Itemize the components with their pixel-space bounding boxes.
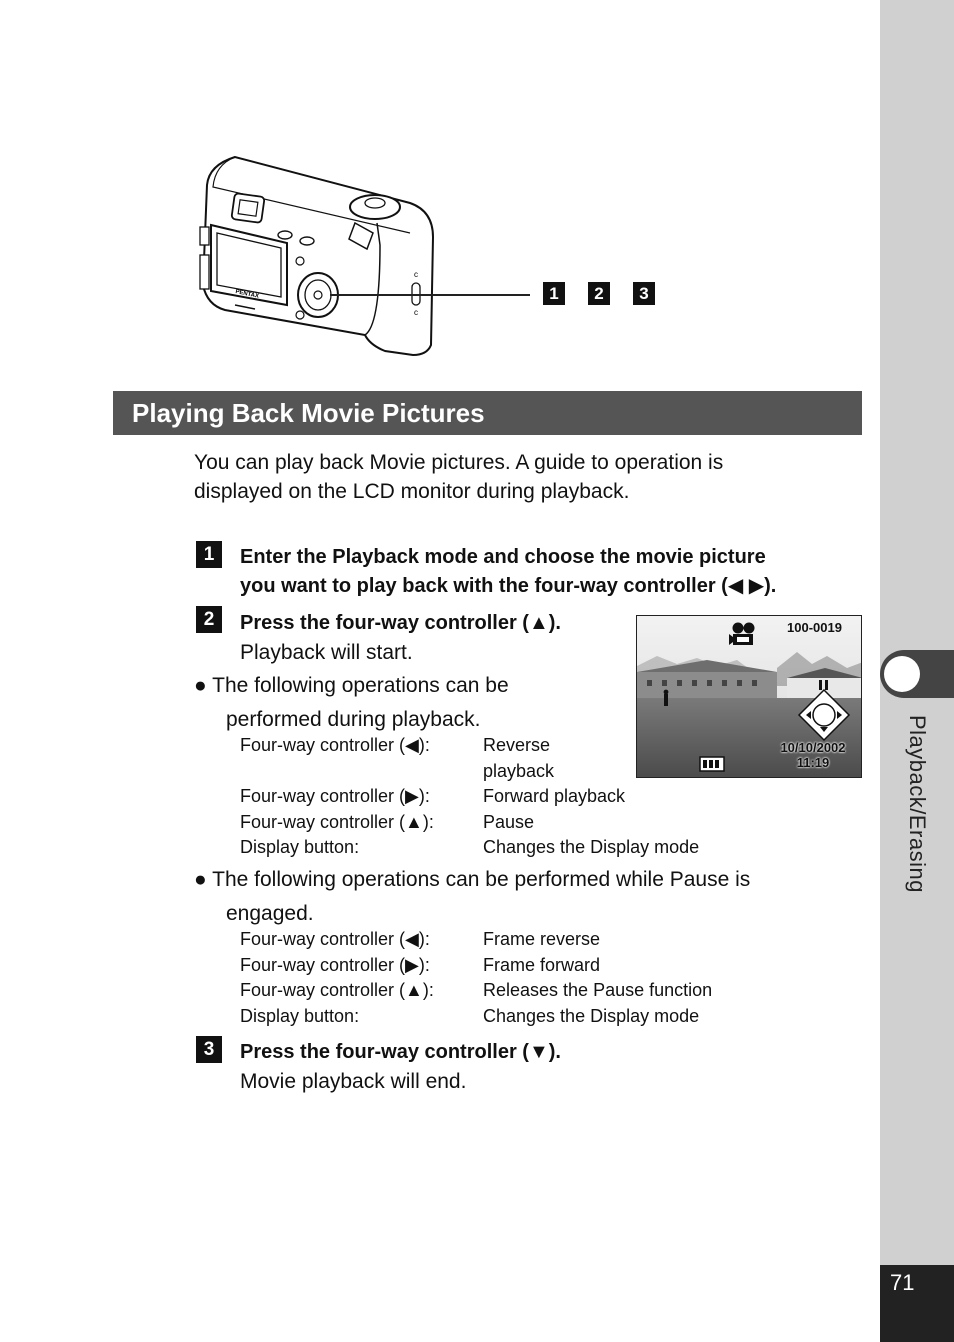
step-2-title: Press the four-way controller (▲). — [240, 612, 561, 634]
callout-step-1: 1 — [543, 282, 565, 305]
movie-camera-icon — [729, 622, 755, 645]
intro-paragraph: You can play back Movie pictures. A guid… — [194, 448, 834, 506]
step-3-description: Movie playback will end. — [240, 1070, 467, 1093]
four-way-guide-icon — [797, 688, 851, 742]
intro-line-1: You can play back Movie pictures. A guid… — [194, 451, 724, 474]
bullet-2-line-1: ● The following operations can be perfor… — [194, 868, 751, 891]
chapter-circle-icon — [884, 656, 920, 692]
page-number: 71 — [890, 1270, 915, 1295]
battery-icon — [699, 756, 725, 772]
svg-text:c: c — [414, 270, 418, 279]
step-2-number: 2 — [196, 606, 222, 633]
section-title: Playing Back Movie Pictures — [132, 398, 485, 428]
bullet-1-line-2: performed during playback. — [226, 708, 481, 731]
callout-step-2: 2 — [588, 282, 610, 305]
callout-line — [330, 294, 530, 296]
table-row: Display button:Changes the Display mode — [240, 837, 700, 857]
camera-back-illustration: PENTAX c c — [199, 155, 435, 357]
lcd-datetime: 10/10/2002 11:19 — [775, 740, 851, 770]
table-row: Four-way controller (▶):Forward playback — [240, 786, 626, 806]
lcd-date: 10/10/2002 — [780, 740, 846, 755]
lcd-playback-screen: 100-0019 10/10/2002 11:19 — [636, 615, 862, 778]
page-number-box — [880, 1265, 954, 1342]
step-3-title: Press the four-way controller (▼). — [240, 1041, 561, 1063]
step-1-line-1: Enter the Playback mode and choose the m… — [240, 546, 766, 568]
table-row: Display button:Changes the Display mode — [240, 1005, 700, 1026]
lcd-time: 11:19 — [796, 755, 830, 770]
callout-step-3: 3 — [633, 282, 655, 305]
playback-operations-table: Four-way controller (◀):Reverse playback… — [240, 733, 699, 861]
section-header-bar — [113, 391, 862, 435]
table-row: Four-way controller (▲):Releases the Pau… — [240, 980, 713, 1000]
table-row: Four-way controller (◀):Reverse — [240, 735, 551, 755]
lcd-file-number: 100-0019 — [787, 620, 842, 635]
step-1-number: 1 — [196, 541, 222, 568]
svg-text:PENTAX: PENTAX — [235, 289, 260, 300]
step-2-description: Playback will start. — [240, 641, 413, 664]
table-row: Four-way controller (▲):Pause — [240, 811, 535, 832]
bullet-1-line-1: ● The following operations can be — [194, 674, 509, 697]
step-3-number: 3 — [196, 1036, 222, 1063]
table-row: playback — [483, 760, 555, 781]
table-row: Four-way controller (◀):Frame reverse — [240, 929, 601, 949]
chapter-label: Playback/Erasing — [905, 715, 930, 893]
table-row: Four-way controller (▶):Frame forward — [240, 954, 601, 975]
pause-icon — [819, 680, 828, 690]
svg-text:c: c — [414, 308, 418, 317]
bullet-2-line-2: engaged. — [226, 902, 314, 925]
pause-operations-table: Four-way controller (◀):Frame reverse Fo… — [240, 927, 712, 1029]
intro-line-2: displayed on the LCD monitor during play… — [194, 480, 630, 503]
step-1-line-2: you want to play back with the four-way … — [240, 575, 777, 597]
